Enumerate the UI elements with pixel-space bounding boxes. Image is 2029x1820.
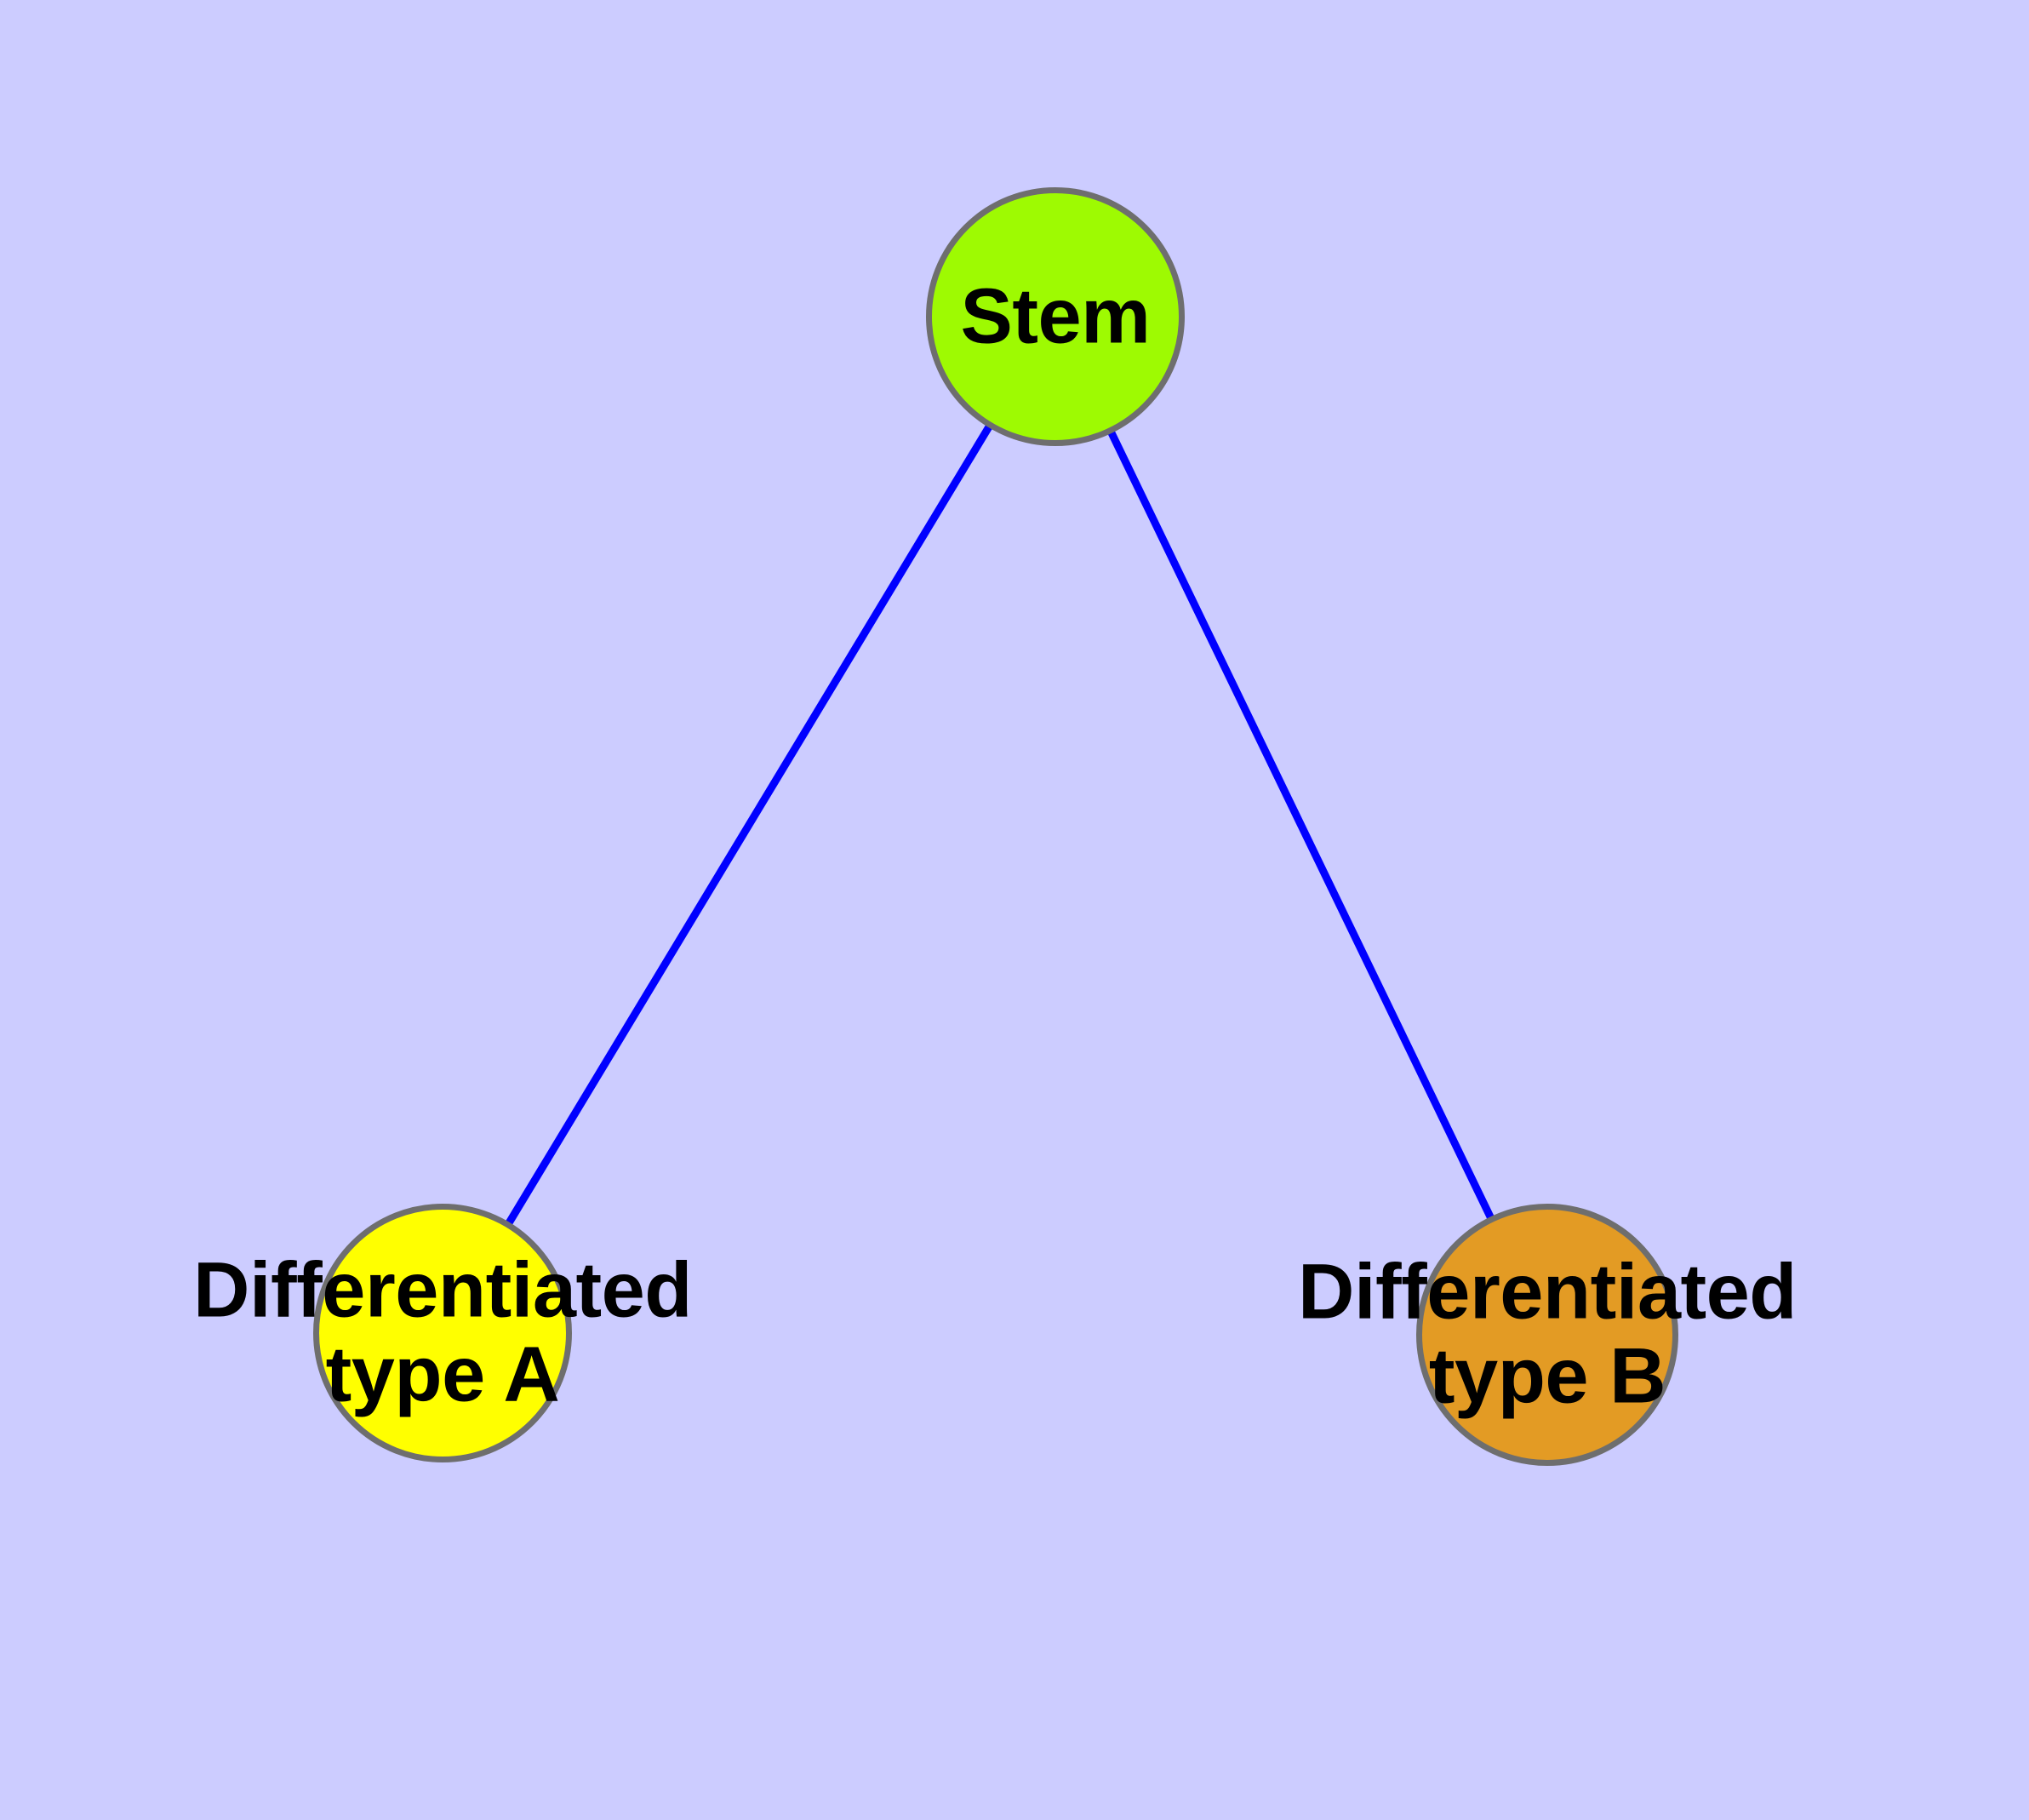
- graph-edge[interactable]: [1051, 315, 1552, 1336]
- graph-node-stem[interactable]: [926, 187, 1185, 446]
- label-line: Differentiated: [193, 1246, 692, 1334]
- graph-node-diff_b[interactable]: [1416, 1204, 1678, 1466]
- graph-edge[interactable]: [439, 314, 1059, 1336]
- graph-node-label-stem: Stem: [960, 272, 1151, 360]
- label-line: Differentiated: [1298, 1248, 1797, 1336]
- label-line: Stem: [960, 272, 1151, 360]
- label-line: type B: [1428, 1333, 1666, 1420]
- graph-node-diff_a[interactable]: [313, 1204, 572, 1462]
- label-line: type A: [325, 1331, 560, 1418]
- edges-group: [439, 314, 1552, 1336]
